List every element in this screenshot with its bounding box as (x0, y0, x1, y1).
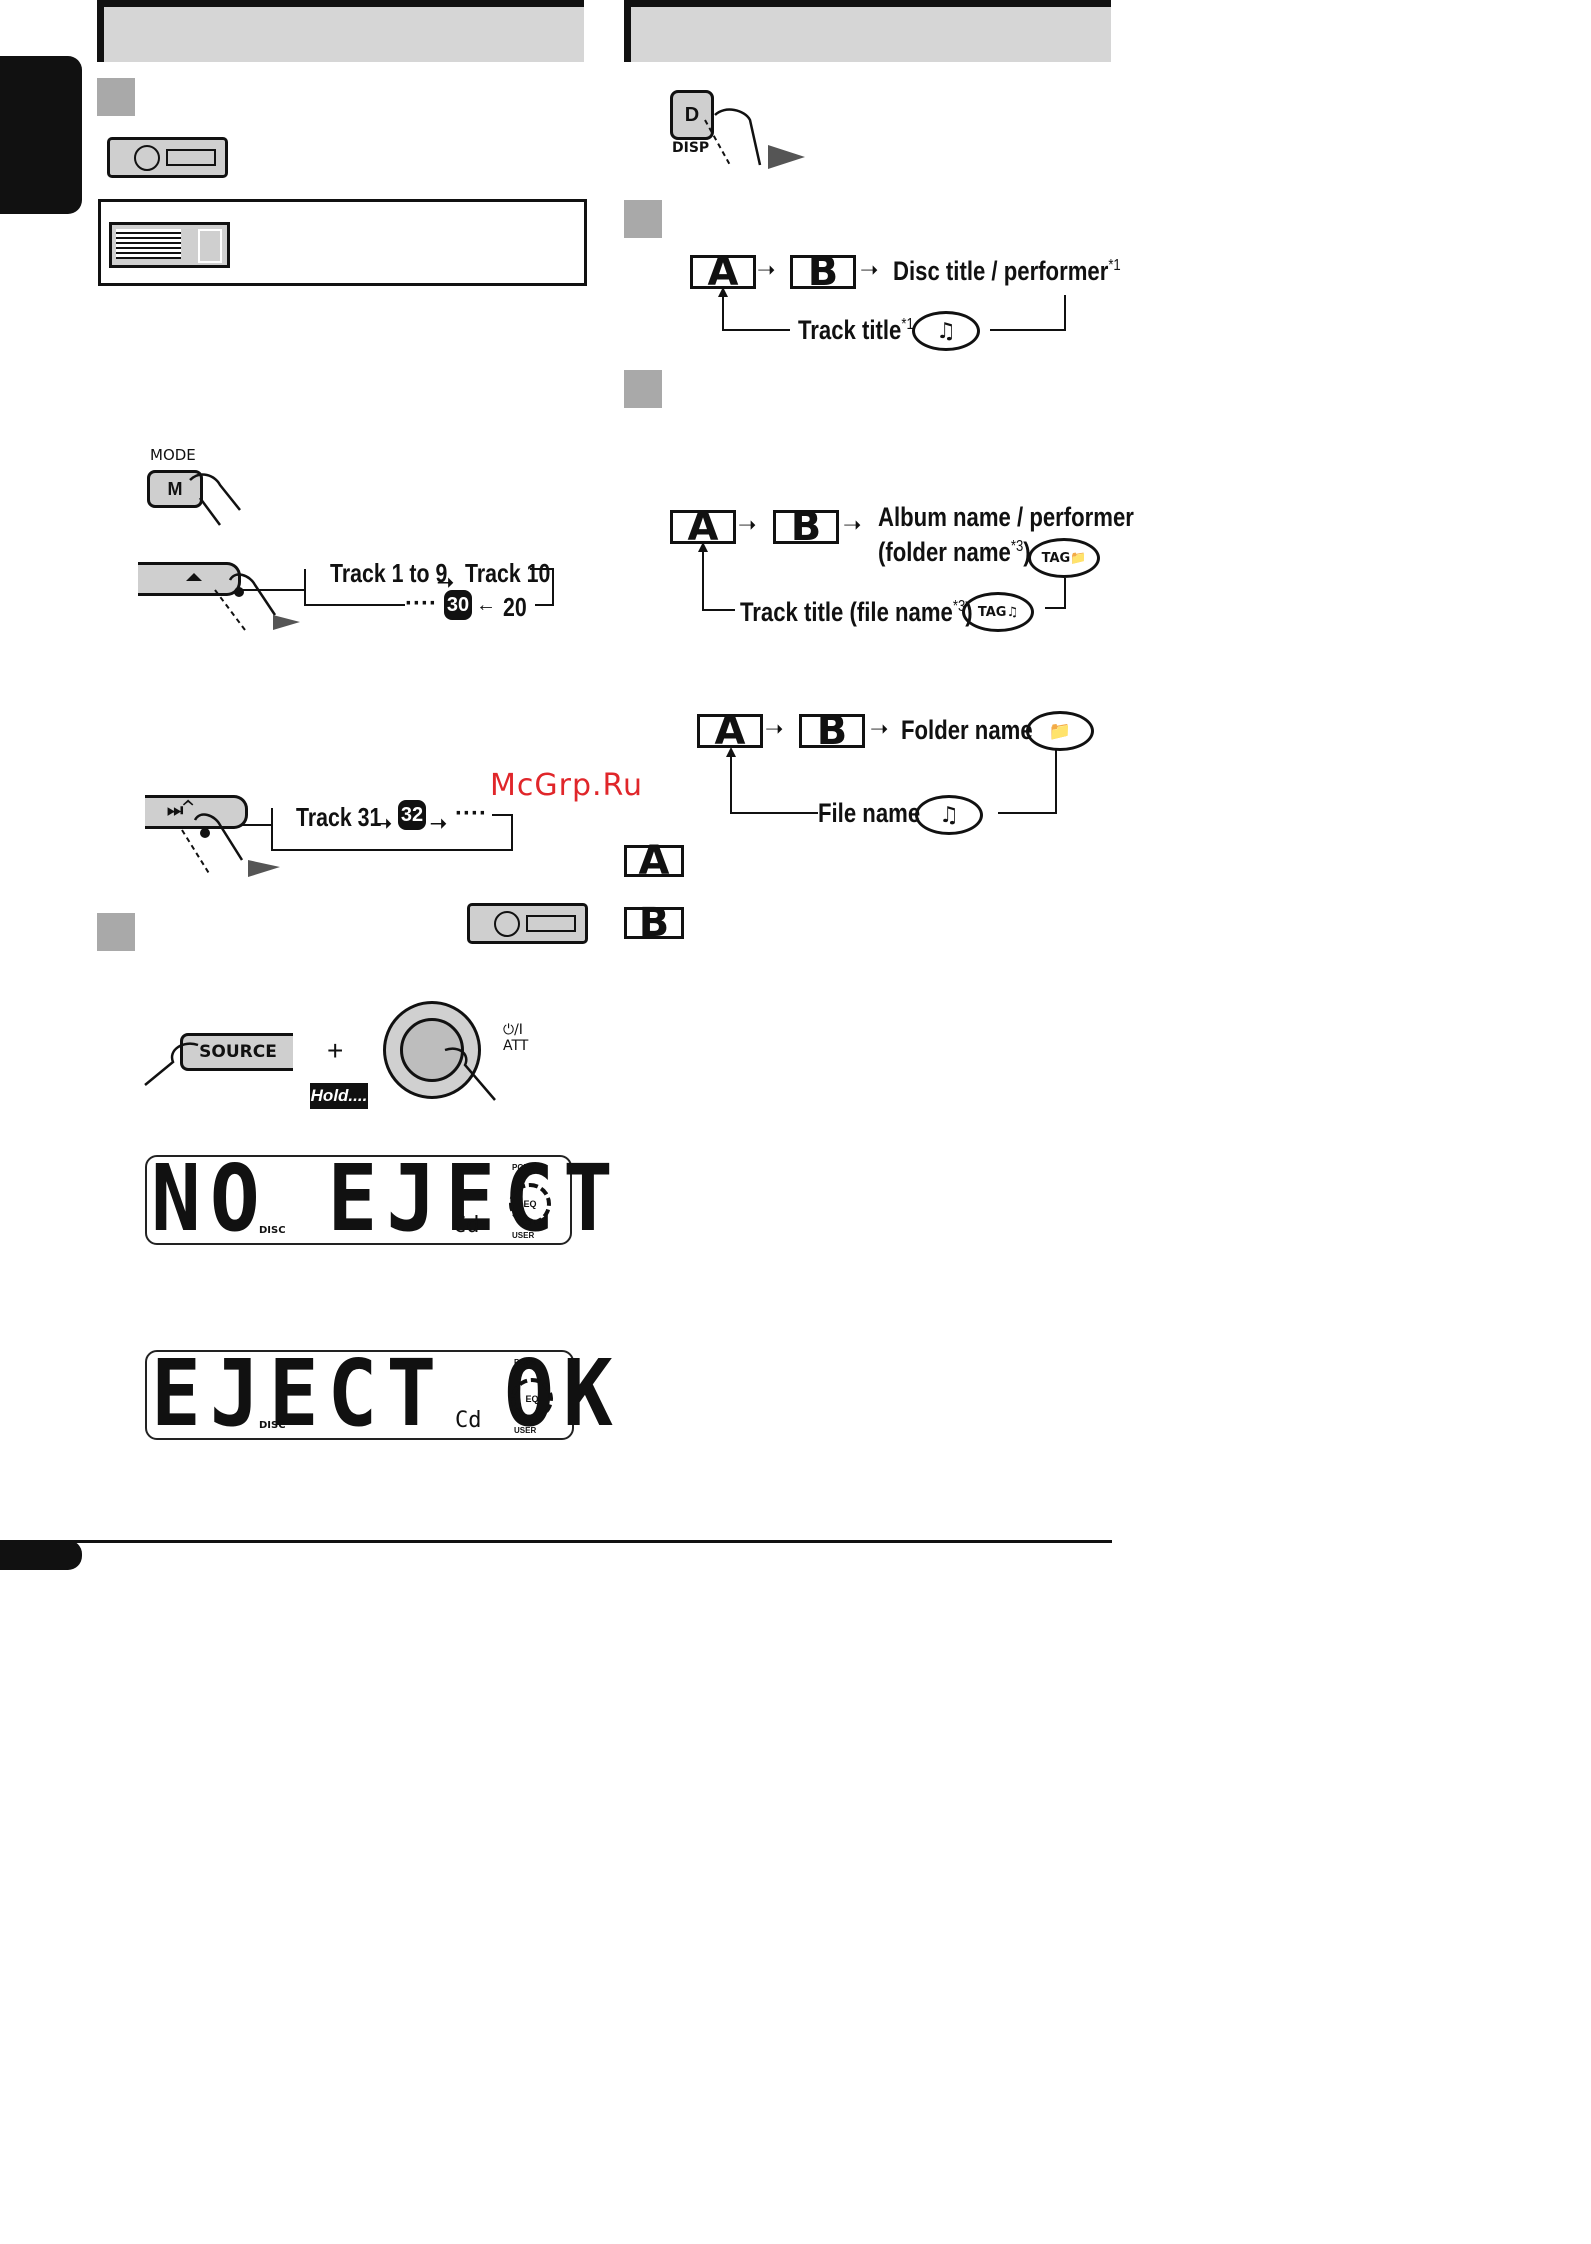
finger-press-disp-icon (704, 108, 805, 169)
box-a: A (670, 504, 736, 550)
track-30-badge: 30 (444, 590, 472, 620)
arrow-right-icon: ➝ (430, 813, 447, 835)
dots-2: ···· (455, 800, 487, 827)
disp-button[interactable]: D (670, 90, 714, 140)
section-marker-1 (97, 78, 135, 116)
source-button[interactable]: SOURCE (180, 1033, 293, 1071)
track-10-label: Track 10 (465, 558, 551, 588)
arrow-right-icon: ➝ (738, 512, 757, 537)
arrow-right-icon: ➝ (843, 512, 862, 537)
hold-badge: Hold.... (310, 1083, 368, 1109)
disp-label: DISP (672, 140, 710, 156)
page-number-tab (0, 1540, 82, 1570)
box-a: A (697, 708, 763, 754)
lcd-pops-label: POPS (514, 1358, 537, 1367)
music-note-icon: ♫ (912, 311, 980, 351)
legend-box-b: B (624, 900, 684, 946)
track-31-label: Track 31 (296, 802, 382, 832)
section-marker-3 (624, 200, 662, 238)
box-b: B (773, 504, 839, 550)
folder-name-label: (folder name*3) (878, 537, 1031, 567)
cd-slot-icon (107, 137, 228, 178)
lcd-cd-label: Cd (455, 1408, 482, 1433)
lcd-display-eject-ok: EJECT OK DISC Cd EQ POPS USER (145, 1348, 613, 1440)
tag-folder-icon: TAG📁 (1028, 538, 1100, 578)
lcd-disc-label: DISC (259, 1225, 286, 1236)
lcd-main-text: NO EJECT (151, 1145, 622, 1252)
right-header-bar (624, 0, 1111, 62)
mp3-track-title-label: Track title (file name*3) (740, 597, 973, 627)
track-seq-2-lines (242, 808, 513, 851)
lcd-user-label: USER (514, 1426, 537, 1435)
lcd-disc-label: DISC (259, 1420, 286, 1431)
wma-flow-lines (726, 747, 1057, 814)
side-tab (0, 56, 82, 214)
track-1-to-9-label: Track 1 to 9 (330, 558, 448, 588)
disc-title-label: Disc title / performer*1 (893, 256, 1121, 286)
power-label: ⏻/I (503, 1022, 523, 1038)
finger-press-source-icon (144, 1042, 199, 1086)
music-note-icon: ♫ (915, 795, 983, 835)
arrow-right-icon: ➝ (870, 716, 889, 741)
box-a: A (690, 249, 756, 295)
finger-press-skip-icon (181, 813, 280, 877)
file-name-label: File name (818, 798, 921, 828)
folder-icon: 📁 (1026, 711, 1094, 751)
album-name-label: Album name / performer (878, 502, 1134, 532)
track-32-badge: 32 (398, 800, 426, 830)
lcd-user-label: USER (512, 1231, 535, 1240)
lcd-eq-icon: EQ (509, 1183, 551, 1225)
box-b: B (790, 249, 856, 295)
arrow-right-icon: ➝ (437, 572, 454, 594)
box-b: B (799, 708, 865, 754)
up-arrow-icon (186, 573, 202, 581)
arrow-right-icon: ➝ (860, 257, 879, 282)
mp3-flow-lines (698, 542, 1066, 611)
plus-sign: + (327, 1035, 344, 1066)
note-box (98, 199, 587, 286)
arrow-left-icon: ← (476, 594, 496, 616)
track-20-label: 20 (503, 592, 527, 622)
disc-flow-lines (718, 287, 1066, 331)
folder-name-wma-label: Folder name (901, 715, 1033, 745)
arrow-right-icon: ➝ (757, 257, 776, 282)
section-marker-4 (624, 370, 662, 408)
power-knob[interactable] (383, 1001, 481, 1099)
att-label: ATT (503, 1038, 529, 1054)
legend-box-a: A (624, 838, 684, 884)
track-title-label: Track title*1 (798, 315, 914, 345)
arrow-right-icon: ➝ (375, 813, 392, 835)
track-seq-1-lines (240, 568, 554, 606)
lcd-display-no-eject: NO EJECT DISC Cd EQ POPS USER (145, 1153, 613, 1245)
finger-press-mode-icon (189, 473, 241, 526)
lcd-pops-label: POPS (512, 1163, 535, 1172)
skip-forward-button[interactable]: ⏭⌃ (145, 795, 248, 829)
dots-1: ···· (405, 590, 437, 617)
footer-rule (0, 1540, 1112, 1543)
disc-loading-icon (109, 222, 230, 268)
lcd-cd-label: Cd (453, 1213, 480, 1238)
watermark: McGrp.Ru (490, 768, 644, 803)
left-header-bar (97, 0, 584, 62)
arrow-right-icon: ➝ (765, 716, 784, 741)
skip-forward-icon: ⏭⌃ (167, 800, 193, 820)
section-marker-2 (97, 913, 135, 951)
tag-note-icon: TAG♫ (962, 592, 1034, 632)
finger-press-knob-icon (444, 1047, 496, 1101)
mode-label: MODE (150, 446, 196, 464)
mode-key-letter: M (167, 478, 183, 499)
lcd-eq-icon: EQ (511, 1378, 553, 1420)
cd-slot-icon-2 (467, 903, 588, 944)
track-up-button[interactable] (138, 562, 241, 596)
